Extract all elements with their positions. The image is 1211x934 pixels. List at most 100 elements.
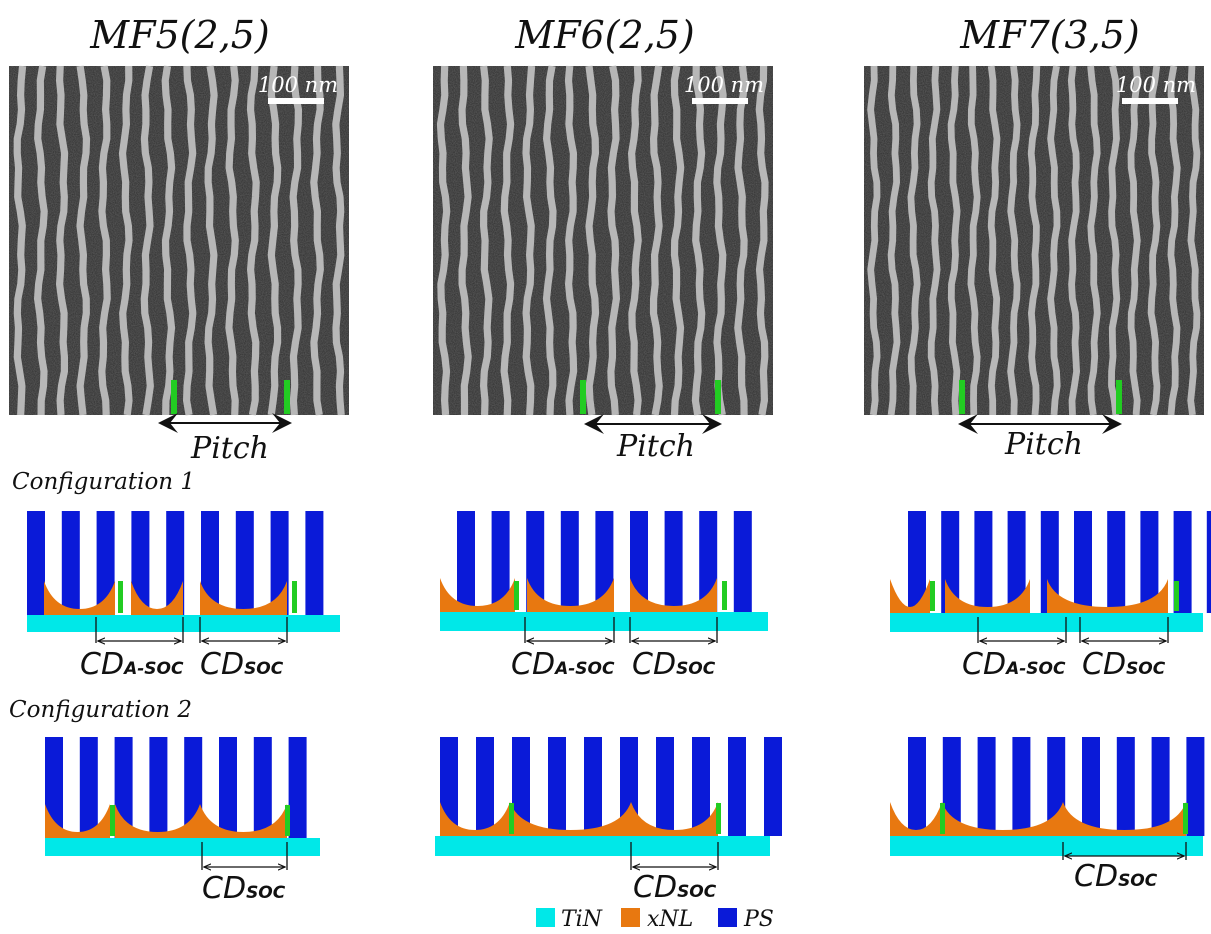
xnl-meniscus <box>890 579 930 613</box>
legend-label-tin: TiN <box>561 907 603 932</box>
cd-soc-label: CD <box>633 870 677 905</box>
tin-layer <box>435 836 770 856</box>
marker-line <box>930 581 935 611</box>
scale-bar <box>268 98 324 104</box>
ps-pillar <box>27 511 45 615</box>
ps-pillar <box>235 511 254 615</box>
svg-text:CDSOC: CDSOC <box>632 647 716 682</box>
ps-pillar <box>560 511 579 612</box>
svg-text:CDA-SOC: CDA-SOC <box>962 647 1066 682</box>
xnl-meniscus <box>890 802 942 836</box>
cd-soc-sub: SOC <box>1118 871 1158 891</box>
cd-config1-mf6: CDA-SOC CDSOC <box>511 617 718 682</box>
scale-bar-label: 100 nm <box>684 73 764 97</box>
ps-pillar <box>149 737 168 838</box>
cd-config1-mf7: CDA-SOC CDSOC <box>962 617 1169 682</box>
ps-pillar <box>457 511 475 612</box>
sem-image-mf5: 100 nm <box>9 65 349 416</box>
ps-pillar <box>584 737 602 836</box>
ps-pillar <box>1186 737 1205 836</box>
pitch-marker-left <box>580 380 586 414</box>
pitch-label: Pitch <box>190 431 269 466</box>
cd-soc-label: CD <box>202 871 246 906</box>
marker-line <box>509 803 514 834</box>
xnl-meniscus <box>200 804 287 838</box>
cd-config1-mf5: CDA-SOC CDSOC <box>80 617 288 682</box>
ps-pillar <box>1107 511 1126 613</box>
ps-pillar <box>45 737 63 838</box>
ps-pillar <box>131 511 150 615</box>
ps-pillar <box>114 737 133 838</box>
ps-pillar <box>1140 511 1159 613</box>
cd-soc-label: CD <box>632 647 676 682</box>
xnl-meniscus <box>440 578 515 612</box>
legend-label-xnl: xNL <box>647 907 693 932</box>
xnl-meniscus <box>44 581 115 615</box>
cd-soc-sub: SOC <box>1126 659 1166 679</box>
ps-pillar <box>548 737 566 836</box>
config1-label: Configuration 1 <box>12 469 195 495</box>
xnl-meniscus <box>200 581 287 615</box>
legend: TiN xNL PS <box>536 907 774 932</box>
tin-layer <box>890 613 1203 632</box>
scale-bar-label: 100 nm <box>258 73 338 97</box>
cd-soc-sub: SOC <box>677 882 717 902</box>
ps-pillar <box>253 737 272 838</box>
marker-line <box>1183 803 1188 834</box>
xnl-meniscus <box>1047 579 1168 613</box>
xnl-meniscus <box>440 802 510 836</box>
ps-pillar <box>288 737 307 838</box>
ps-pillar <box>201 511 219 615</box>
scale-bar <box>1122 98 1178 104</box>
tin-layer <box>45 838 320 856</box>
ps-pillar <box>1206 511 1211 613</box>
svg-text:CDSOC: CDSOC <box>1074 859 1158 894</box>
cd-soc-label: CD <box>200 647 244 682</box>
marker-line <box>514 581 519 610</box>
ps-pillar <box>305 511 324 615</box>
panel-title-mf6: MF6(2,5) <box>514 13 695 57</box>
ps-pillar <box>1012 737 1031 836</box>
ps-pillar <box>699 511 718 612</box>
marker-line <box>1174 581 1179 611</box>
xnl-meniscus <box>510 802 631 836</box>
marker-line <box>292 581 297 613</box>
ps-pillar <box>764 737 782 836</box>
cd-a-soc-label: CD <box>80 647 124 682</box>
ps-pillar <box>440 737 458 836</box>
tin-layer <box>440 612 768 631</box>
ps-pillar <box>908 511 926 613</box>
xnl-meniscus <box>942 802 1063 836</box>
ps-pillar <box>476 737 494 836</box>
legend-swatch-ps <box>718 908 737 927</box>
cd-soc-label: CD <box>1074 859 1118 894</box>
ps-pillar <box>733 511 752 612</box>
ps-pillar <box>692 737 710 836</box>
panel-title-mf7: MF7(3,5) <box>959 13 1140 57</box>
marker-line <box>722 581 727 610</box>
pitch-marker-right <box>715 380 721 414</box>
legend-swatch-xnl <box>621 908 640 927</box>
marker-line <box>940 803 945 834</box>
marker-line <box>118 581 123 613</box>
cd-a-soc-sub: A-SOC <box>553 659 615 679</box>
ps-pillar <box>96 511 115 615</box>
legend-swatch-tin <box>536 908 555 927</box>
cd-a-soc-sub: A-SOC <box>122 659 184 679</box>
scale-bar <box>692 98 748 104</box>
ps-pillar <box>166 511 185 615</box>
ps-pillar <box>977 737 996 836</box>
cd-config2-mf6: CDSOC <box>630 842 719 905</box>
svg-text:CDA-SOC: CDA-SOC <box>511 647 615 682</box>
ps-pillar <box>908 737 926 836</box>
cd-config2-mf7: CDSOC <box>1062 842 1187 894</box>
ps-pillar <box>491 511 510 612</box>
marker-line <box>285 805 290 836</box>
sem-image-mf7: 100 nm <box>864 65 1204 416</box>
schematics <box>27 511 1211 856</box>
ps-pillar <box>595 511 614 612</box>
svg-text:CDSOC: CDSOC <box>1082 647 1166 682</box>
ps-pillar <box>1151 737 1170 836</box>
ps-pillar <box>974 511 993 613</box>
tin-layer <box>890 836 1203 856</box>
